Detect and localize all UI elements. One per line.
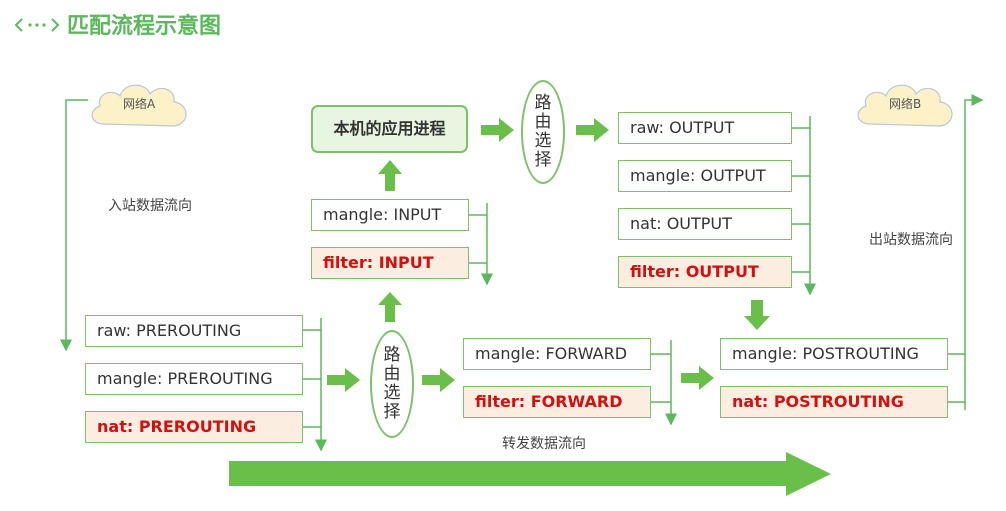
inbound-line xyxy=(60,99,88,352)
table-name: nat xyxy=(732,392,762,411)
arrow-output-to-postrouting xyxy=(744,300,770,330)
chain-raw-output: raw: OUTPUT xyxy=(618,112,792,144)
outbound-flow-label: 出站数据流向 xyxy=(869,232,953,248)
output-bracket xyxy=(792,116,816,296)
table-name: filter xyxy=(323,253,367,272)
chain-nat-prerouting: nat: PREROUTING xyxy=(85,411,303,443)
chain-name: INPUT xyxy=(378,253,434,272)
table-name: mangle xyxy=(475,344,535,363)
outbound-line xyxy=(964,94,984,410)
chain-name: PREROUTING xyxy=(167,369,273,388)
chain-raw-prerouting: raw: PREROUTING xyxy=(85,315,303,347)
routing-char: 由 xyxy=(534,112,552,132)
prerouting-bracket xyxy=(303,318,327,452)
chain-filter-forward: filter: FORWARD xyxy=(463,386,651,418)
network-b-cloud-icon xyxy=(857,84,953,127)
arrow-forward-to-postrouting xyxy=(681,366,714,390)
arrow-input-to-app xyxy=(378,160,402,191)
table-name: mangle xyxy=(323,205,383,224)
arrow-app-to-route xyxy=(481,118,514,142)
chain-mangle-postrouting: mangle: POSTROUTING xyxy=(720,338,948,370)
table-name: mangle xyxy=(732,344,792,363)
table-name: raw xyxy=(97,321,126,340)
routing-char: 选 xyxy=(383,383,401,403)
arrow-route-to-input xyxy=(378,292,402,322)
chain-name: INPUT xyxy=(393,205,442,224)
arrow-prerouting-to-route xyxy=(327,368,360,392)
inbound-flow-label: 入站数据流向 xyxy=(108,198,192,214)
routing-char: 择 xyxy=(534,150,552,170)
chain-name: OUTPUT xyxy=(666,214,732,233)
table-name: filter xyxy=(630,262,674,281)
table-name: nat xyxy=(630,214,657,233)
forward-flow-label: 转发数据流向 xyxy=(502,436,586,452)
table-name: filter xyxy=(475,392,519,411)
postrouting-bracket xyxy=(948,353,965,403)
arrow-route-to-forward xyxy=(422,368,455,392)
routing-char: 路 xyxy=(534,93,552,113)
chain-name: OUTPUT xyxy=(685,262,759,281)
chain-mangle-prerouting: mangle: PREROUTING xyxy=(85,363,303,395)
forward-bracket xyxy=(651,340,677,426)
routing-decision-top: 路 由 选 择 xyxy=(521,80,565,184)
routing-char: 选 xyxy=(534,131,552,151)
chain-mangle-output: mangle: OUTPUT xyxy=(618,160,792,192)
table-name: nat xyxy=(97,417,127,436)
chain-name: PREROUTING xyxy=(138,417,257,436)
network-a-cloud-icon xyxy=(91,84,187,127)
table-name: mangle xyxy=(97,369,157,388)
input-bracket xyxy=(469,203,493,286)
network-a-label: 网络A xyxy=(123,97,156,111)
chain-mangle-forward: mangle: FORWARD xyxy=(463,338,651,370)
routing-char: 由 xyxy=(383,364,401,384)
page-title: 匹配流程示意图 xyxy=(67,14,222,39)
local-process-box: 本机的应用进程 xyxy=(311,105,468,153)
chain-name: PREROUTING xyxy=(136,321,242,340)
chain-name: FORWARD xyxy=(530,392,623,411)
chain-mangle-input: mangle: INPUT xyxy=(311,199,469,231)
chain-nat-output: nat: OUTPUT xyxy=(618,208,792,240)
chain-name: OUTPUT xyxy=(669,118,735,137)
chain-filter-input: filter: INPUT xyxy=(311,247,469,279)
chain-name: POSTROUTING xyxy=(802,344,919,363)
chain-filter-output: filter: OUTPUT xyxy=(618,256,792,288)
routing-decision-bottom: 路 由 选 择 xyxy=(370,330,414,438)
chain-nat-postrouting: nat: POSTROUTING xyxy=(720,386,948,418)
routing-char: 路 xyxy=(383,345,401,365)
routing-char: 择 xyxy=(383,402,401,422)
table-name: mangle xyxy=(630,166,690,185)
chain-name: FORWARD xyxy=(545,344,628,363)
chain-name: OUTPUT xyxy=(700,166,766,185)
forward-flow-arrow xyxy=(229,452,831,496)
title-decoration-icon xyxy=(14,18,60,32)
chain-name: POSTROUTING xyxy=(773,392,904,411)
table-name: raw xyxy=(630,118,659,137)
network-b-label: 网络B xyxy=(889,97,922,111)
arrow-route-to-output xyxy=(576,118,609,142)
